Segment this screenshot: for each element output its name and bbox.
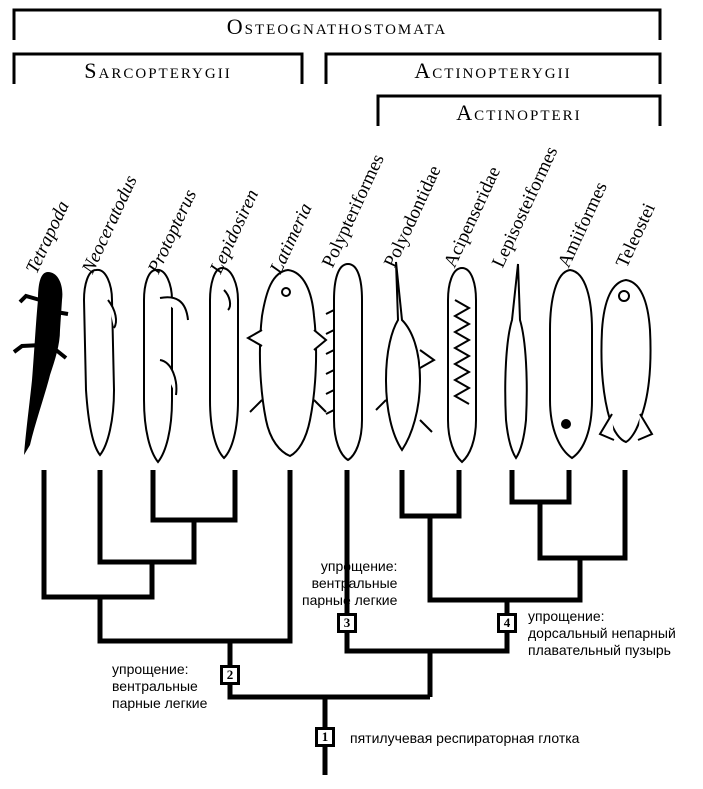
node-2-line2: вентральные (112, 678, 198, 694)
bowfin-icon (549, 268, 593, 460)
lungfish-icon (143, 268, 189, 464)
paddlefish-icon (375, 261, 436, 452)
bracket-actinopteri (376, 94, 662, 126)
node-3-line2: вентральные (311, 575, 398, 591)
node-4-line3: плавательный пузырь (528, 642, 671, 658)
label-sarcopterygii: Sarcopterygii (84, 58, 232, 83)
bracket-sarcopterygii (12, 52, 304, 84)
bichir-icon (325, 262, 363, 462)
label-actinopteri: Actinopteri (456, 100, 582, 125)
coelacanth-icon (245, 268, 328, 458)
node-2-line3: парные легкие (112, 695, 208, 711)
node-4-box: 4 (497, 613, 517, 633)
node-3-box: 3 (337, 613, 357, 633)
node-3-line3: парные легкие (302, 592, 398, 608)
sturgeon-icon (447, 266, 477, 464)
node-4-annotation: упрощение: дорсальный непарный плаватель… (528, 608, 676, 659)
node-2-annotation: упрощение: вентральные парные легкие (112, 661, 207, 712)
tetrapod-silhouette-icon (12, 272, 69, 455)
gar-icon (504, 263, 528, 460)
node-2-box: 2 (220, 665, 240, 685)
node-4-line2: дорсальный непарный (528, 625, 676, 641)
label-osteognathostomata: Osteognathostomata (226, 14, 448, 39)
node-1-box: 1 (315, 727, 335, 747)
node-1-annotation: пятилучевая респираторная глотка (350, 730, 579, 747)
lungfish-icon (82, 268, 117, 457)
label-actinopterygii: Actinopterygii (414, 58, 572, 83)
lungfish-icon (209, 266, 239, 460)
node-3-line1: упрощение: (320, 558, 398, 574)
teleost-icon (598, 278, 654, 444)
phylogenetic-tree (41, 470, 628, 775)
bracket-actinopterygii (324, 52, 662, 84)
node-2-line1: упрощение: (112, 661, 189, 677)
bracket-osteognathostomata (12, 8, 662, 40)
node-3-annotation: упрощение: вентральные парные легкие (302, 558, 397, 609)
node-4-line1: упрощение: (528, 608, 605, 624)
node-1-text: пятилучевая респираторная глотка (350, 730, 580, 746)
